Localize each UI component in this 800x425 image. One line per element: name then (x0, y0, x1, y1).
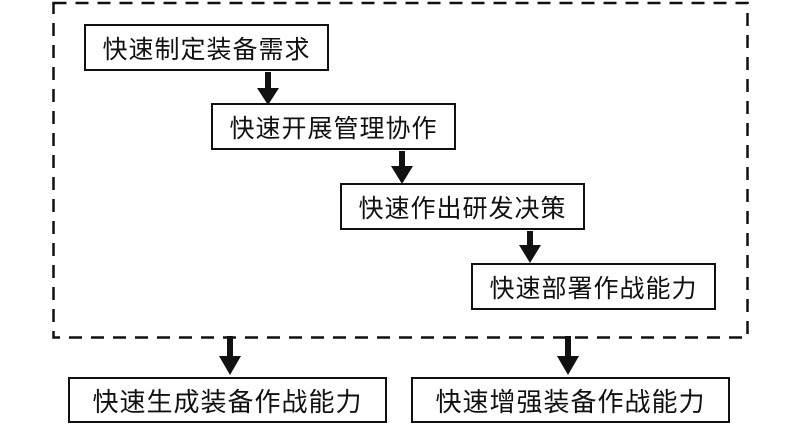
arrow-down-icon (219, 336, 241, 375)
arrow-down-icon (557, 336, 579, 375)
arrow-down-icon (519, 231, 541, 263)
node-deploy-combat-capability: 快速部署作战能力 (471, 263, 716, 310)
node-formulate-equipment-requirements: 快速制定装备需求 (84, 24, 329, 71)
node-generate-equipment-combat-capability: 快速生成装备作战能力 (68, 377, 387, 423)
node-enhance-equipment-combat-capability: 快速增强装备作战能力 (411, 377, 730, 423)
node-management-collaboration: 快速开展管理协作 (211, 103, 456, 150)
dashed-boundary (52, 1, 749, 339)
arrow-down-icon (257, 72, 279, 105)
node-rd-decision: 快速作出研发决策 (340, 183, 585, 230)
arrow-down-icon (391, 151, 413, 184)
